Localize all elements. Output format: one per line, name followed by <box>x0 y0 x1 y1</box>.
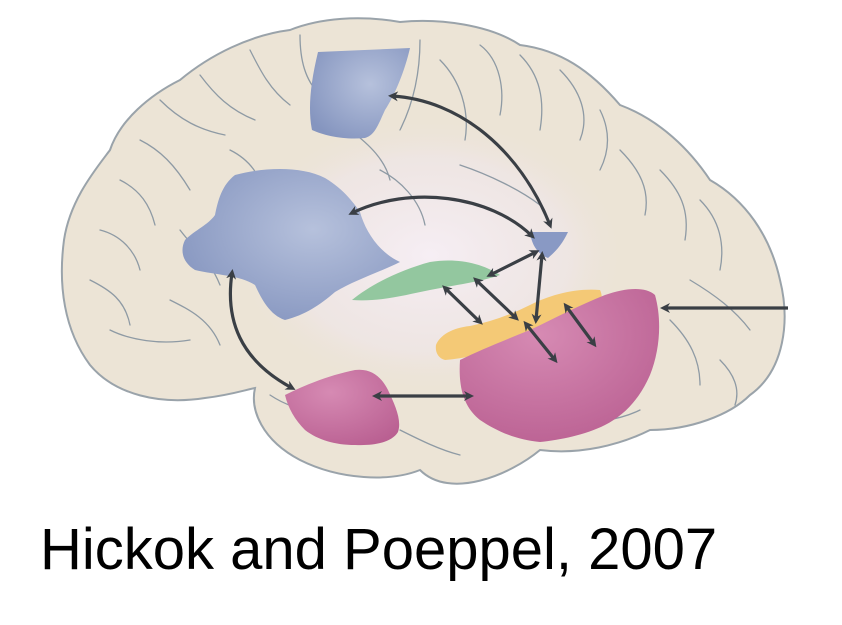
frontal-region <box>182 169 400 320</box>
premotor-region <box>310 48 410 139</box>
temporal-region <box>459 288 660 442</box>
arrow-frontal-anterior-temporal <box>226 269 296 390</box>
arrow-premotor-parietal <box>388 91 553 229</box>
connection-arrows <box>226 91 788 401</box>
arrow-frontal-parietal <box>348 195 535 239</box>
citation-caption: Hickok and Poeppel, 2007 <box>40 517 718 582</box>
arrow-insula-auditory-2 <box>473 277 519 321</box>
arrow-auditory-temporal <box>523 320 558 364</box>
arrow-insula-parietal <box>486 250 540 277</box>
insular-region <box>352 260 500 301</box>
arrow-parietal-temporal <box>531 251 547 324</box>
auditory-region <box>435 289 602 360</box>
anterior-temporal-region <box>285 369 400 446</box>
arrow-auditory-temporal-2 <box>563 302 597 348</box>
